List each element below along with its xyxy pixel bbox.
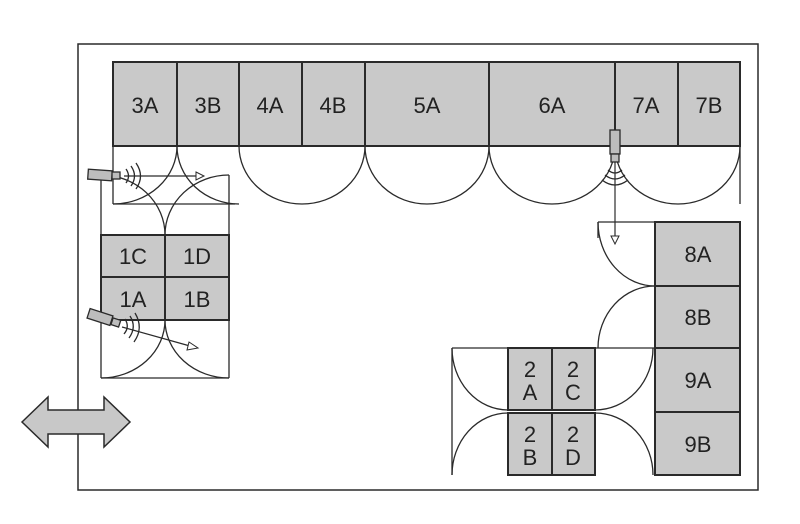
locker-6A [488,61,616,147]
locker-8B [654,285,741,349]
double-arrow-icon[interactable] [20,395,132,449]
right-column: 8A 8B 9A 9B [597,221,741,476]
sensor-camera-icon [86,307,200,351]
label-4A: 4A [257,93,284,118]
label-2C-letter: C [565,380,581,405]
label-2B-number: 2 [524,422,536,447]
door-swing [426,145,490,205]
label-8B: 8B [685,305,712,330]
locker-1B [164,276,230,321]
door-swing [164,319,230,379]
label-1A: 1A [120,287,147,312]
signal-wave-icon [128,315,134,339]
door-swing [597,285,656,349]
door-swing [677,145,741,205]
sensor-lens [111,171,121,180]
locker-1A [100,276,166,321]
locker-2C [551,347,596,411]
label-2B-letter: B [523,445,538,470]
door-swing [594,412,654,476]
locker-4B [301,61,366,147]
label-7B: 7B [696,93,723,118]
label-3A: 3A [132,93,159,118]
label-2A-letter: A [523,380,538,405]
locker-2D [551,412,596,476]
door-swing [112,145,178,205]
locker-2B [507,412,553,476]
label-2D-letter: D [565,445,581,470]
arrowhead-icon [186,341,200,351]
left-block: 1C 1D 1A 1B [100,174,230,379]
door-swing [597,221,656,287]
sensor-lens [110,317,122,328]
label-9A: 9A [685,368,712,393]
door-swing [451,412,509,476]
label-7A: 7A [633,93,660,118]
label-8A: 8A [685,242,712,267]
door-swing [238,145,303,205]
label-2D-number: 2 [567,422,579,447]
center-block: 2 A 2 C 2 B 2 D [451,347,655,476]
locker-9B [654,411,741,476]
label-3B: 3B [195,93,222,118]
door-swing [164,174,230,236]
arrowhead-icon [610,235,620,246]
locker-2A [507,347,553,411]
locker-7A [614,61,679,147]
outer-wall [77,43,759,491]
signal-wave-icon [133,312,140,343]
arrowhead-icon [195,171,206,181]
door-swing [451,347,509,411]
top-row: 3A 3B 4A 4B 5A 6A 7A 7B [112,61,741,147]
label-6A: 6A [539,93,566,118]
sensor-body [86,168,114,182]
sensor-camera-icon [601,129,629,246]
door-swing [488,145,553,205]
door-swing [594,347,654,411]
sensor-camera-icon [86,162,206,190]
door-swing [301,145,366,205]
label-1B: 1B [184,287,211,312]
door-swing [364,145,428,205]
label-1D: 1D [183,244,211,269]
door-swing [100,319,166,379]
sensor-lens [610,153,620,163]
label-5A: 5A [414,93,441,118]
locker-7B [677,61,741,147]
locker-8A [654,221,741,287]
label-2C-number: 2 [567,357,579,382]
label-4B: 4B [320,93,347,118]
sensor-body [86,307,114,327]
signal-wave-icon [123,318,128,335]
top-row-doors [112,145,741,205]
label-1C: 1C [119,244,147,269]
label-9B: 9B [685,432,712,457]
locker-9A [654,347,741,413]
label-2A-number: 2 [524,357,536,382]
door-swing [176,145,240,205]
signal-arrow [121,326,191,347]
sensor-body [609,129,621,155]
